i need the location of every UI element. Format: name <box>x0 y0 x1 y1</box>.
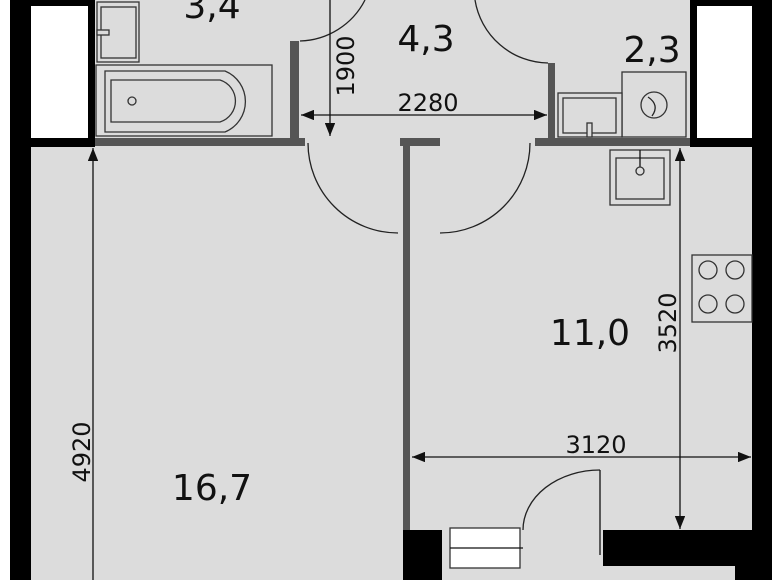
doors <box>299 0 601 569</box>
room-area-wc: 2,3 <box>623 30 680 71</box>
room-area-hall: 4,3 <box>397 19 454 60</box>
sink-icon <box>96 1 140 63</box>
room-area-living-room: 16,7 <box>172 468 252 509</box>
kitchen-sink-icon <box>609 149 671 206</box>
entrance-floor <box>442 568 735 580</box>
room-area-bathroom: 3,4 <box>183 0 240 27</box>
dim-kitchen-width: 3120 <box>565 431 626 459</box>
stove-icon <box>691 254 753 323</box>
room-area-kitchen: 11,0 <box>550 313 630 354</box>
bathtub-icon <box>95 64 273 137</box>
dim-hall-depth: 1900 <box>332 35 360 96</box>
dim-hall-width: 2280 <box>397 89 458 117</box>
dim-kitchen-length: 3520 <box>654 292 682 353</box>
outer-walls <box>10 0 772 580</box>
window-left <box>31 6 88 138</box>
window-right <box>697 6 752 138</box>
sink-icon <box>557 92 623 138</box>
washing-machine-icon <box>621 71 687 138</box>
dim-room-length: 4920 <box>68 421 96 482</box>
inner-walls <box>95 41 690 530</box>
